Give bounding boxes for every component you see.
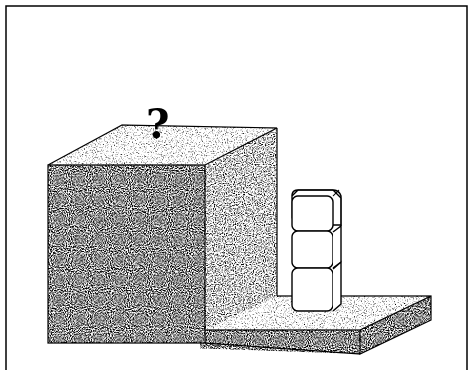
stacked-small-cubes [292,190,341,311]
small-cube-bottom [292,262,341,311]
small-cube-middle [292,226,341,268]
question-mark: ? [146,101,169,148]
small-cube-top [292,190,341,231]
